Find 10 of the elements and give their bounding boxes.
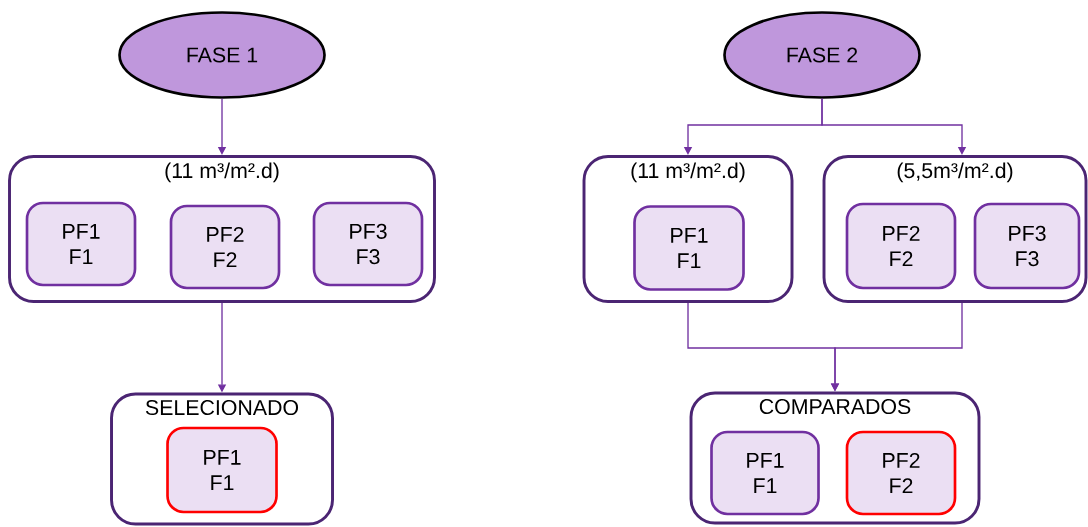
filter-box: PF1 F1 <box>25 201 137 287</box>
filter-box: PF3 F3 <box>973 202 1081 290</box>
filter-box: PF1 F1 <box>166 426 278 514</box>
filter-box: PF1 F1 <box>633 205 745 291</box>
filter-box: PF2 F2 <box>169 204 281 290</box>
filter-box: PF2 F2 <box>845 430 957 516</box>
arrow <box>821 98 967 155</box>
filter-box: PF2 F2 <box>845 202 957 290</box>
filter-box: PF1 F1 <box>710 430 820 516</box>
filter-box: PF3 F3 <box>312 201 424 287</box>
